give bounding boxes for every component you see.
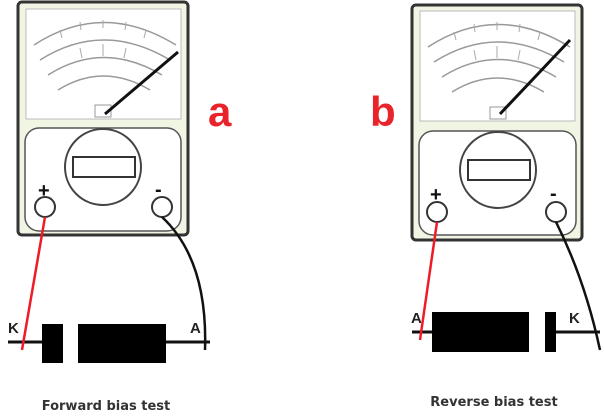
caption-a: Forward bias test [42, 399, 171, 414]
lead-label-right: K [569, 310, 580, 327]
meter-scale-ticks [453, 22, 541, 61]
positive-terminal-label: + [430, 184, 442, 206]
meter-needle [104, 50, 179, 116]
negative-terminal [545, 201, 567, 223]
red-probe-wire [20, 216, 47, 351]
panel-label-b: b [370, 88, 396, 135]
knob-grip [72, 156, 136, 178]
lead-label-left: A [411, 310, 422, 327]
lead-label-right: A [190, 320, 201, 337]
cathode-band [63, 324, 78, 363]
multimeter-a: + - [16, 0, 190, 237]
meter-needle [498, 38, 572, 116]
knob-grip [467, 159, 531, 181]
black-probe-wire [554, 221, 602, 351]
multimeter-b: + - [410, 3, 584, 242]
black-probe-wire [161, 216, 207, 351]
red-probe-wire [418, 221, 439, 341]
positive-terminal [426, 201, 448, 223]
diode-body [42, 324, 166, 363]
meter-scale-ticks [59, 20, 147, 59]
positive-terminal-label: + [38, 180, 50, 202]
negative-terminal-label: - [550, 183, 557, 205]
caption-b: Reverse bias test [430, 395, 557, 410]
negative-terminal [151, 196, 173, 218]
panel-label-a: a [208, 88, 232, 135]
diode-a: K A [8, 320, 210, 363]
negative-terminal-label: - [155, 179, 162, 201]
cathode-band [529, 312, 545, 352]
lead-label-left: K [8, 320, 19, 337]
positive-terminal [34, 196, 56, 218]
diode-b: A K [411, 310, 600, 352]
